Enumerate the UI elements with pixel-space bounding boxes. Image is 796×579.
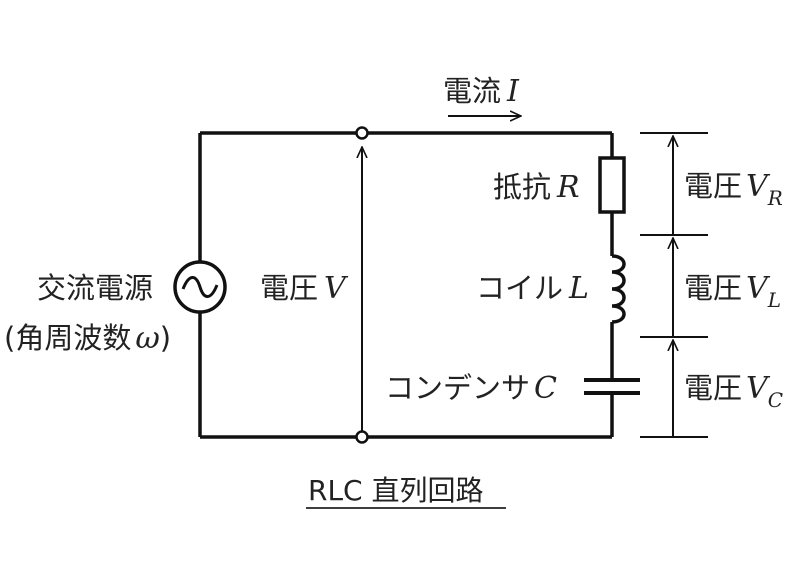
terminal-top [355, 126, 369, 140]
voltage-markers [640, 132, 708, 438]
caption: RLC 直列回路 [308, 474, 484, 507]
ac-source-symbol [173, 260, 227, 314]
source-label: 交流電源 [37, 271, 153, 305]
terminal-bottom [355, 430, 369, 444]
coil-symbol [611, 254, 626, 324]
circuit-wires [198, 131, 614, 439]
capacitor-symbol [584, 378, 640, 395]
resistor-symbol [598, 156, 626, 214]
